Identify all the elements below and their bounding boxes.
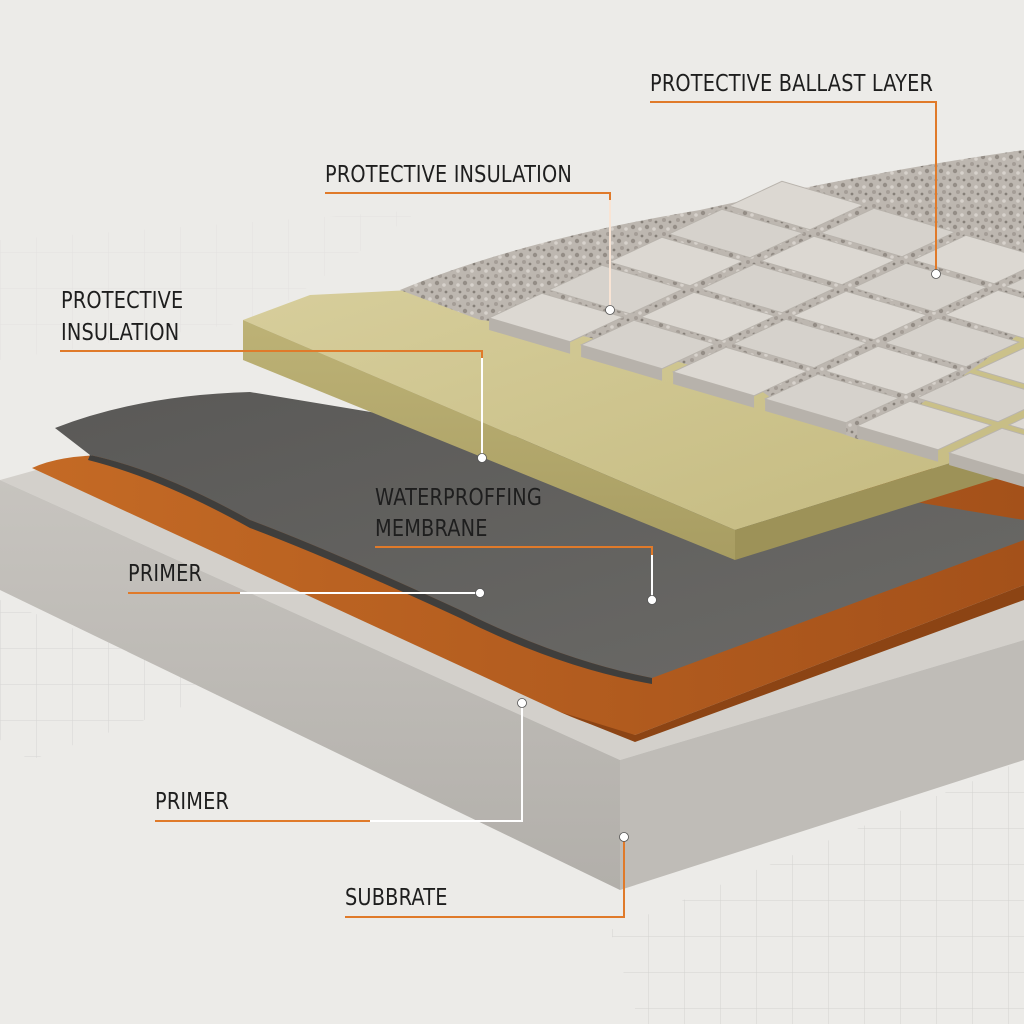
paver-tile — [639, 291, 777, 342]
blueprint-grid-left — [0, 210, 420, 760]
leader-primer-lower-white — [370, 703, 523, 822]
label-protective-ballast-layer: PROTECTIVE BALLAST LAYER — [650, 71, 934, 97]
paver-tile — [699, 263, 837, 314]
blueprint-grid-bottom-right — [610, 760, 1024, 1024]
label-substrate: SUBBRATE — [345, 885, 448, 911]
paver-tile-edge — [673, 371, 755, 408]
leader-lines — [60, 101, 937, 918]
paver-tile-edge — [581, 344, 663, 381]
membrane-layer — [55, 392, 1024, 684]
label-waterproofing-membrane-line1: WATERPROFFING — [375, 485, 543, 511]
label-protective-insulation-left-line1: PROTECTIVE — [61, 288, 184, 314]
paver-tile — [947, 427, 1024, 476]
paver-tile — [547, 264, 685, 315]
paver-tile — [731, 318, 869, 369]
label-protective-insulation-top: PROTECTIVE INSULATION — [325, 162, 573, 188]
leader-ballast — [650, 101, 937, 272]
paver-tile — [915, 372, 1024, 423]
paver-tile-edge — [765, 398, 847, 435]
paver-tile — [671, 346, 809, 397]
paver-tile — [1007, 417, 1024, 430]
label-protective-insulation-left-line2: INSULATION — [61, 320, 180, 346]
paver-tile — [791, 290, 929, 341]
paver-tile-edge — [489, 317, 571, 354]
paver-tile — [1003, 277, 1024, 294]
paver-tile — [759, 235, 897, 286]
leader-dots — [475, 269, 941, 842]
paver-tile — [579, 319, 717, 370]
paver-tile — [607, 236, 745, 287]
paver-tile — [911, 234, 1024, 285]
paver-tile — [943, 289, 1024, 339]
label-primer-lower: PRIMER — [155, 789, 230, 815]
paver-grid — [487, 180, 1024, 487]
paver-tile — [855, 400, 993, 451]
paver-tile — [975, 347, 1024, 385]
paver-tile — [763, 373, 901, 424]
paver-tile — [487, 292, 625, 343]
paver-tile — [883, 317, 1021, 368]
leader-substrate — [345, 837, 625, 918]
paver-tile-edge — [949, 452, 1024, 487]
label-primer-upper: PRIMER — [128, 561, 203, 587]
paver-tile — [667, 208, 805, 259]
label-waterproofing-membrane-line2: MEMBRANE — [375, 516, 488, 542]
paver-tile — [727, 180, 865, 231]
paver-tile — [819, 207, 957, 258]
paver-tile-edge — [857, 425, 939, 462]
paver-tile — [851, 262, 989, 313]
paver-tile — [823, 345, 961, 396]
